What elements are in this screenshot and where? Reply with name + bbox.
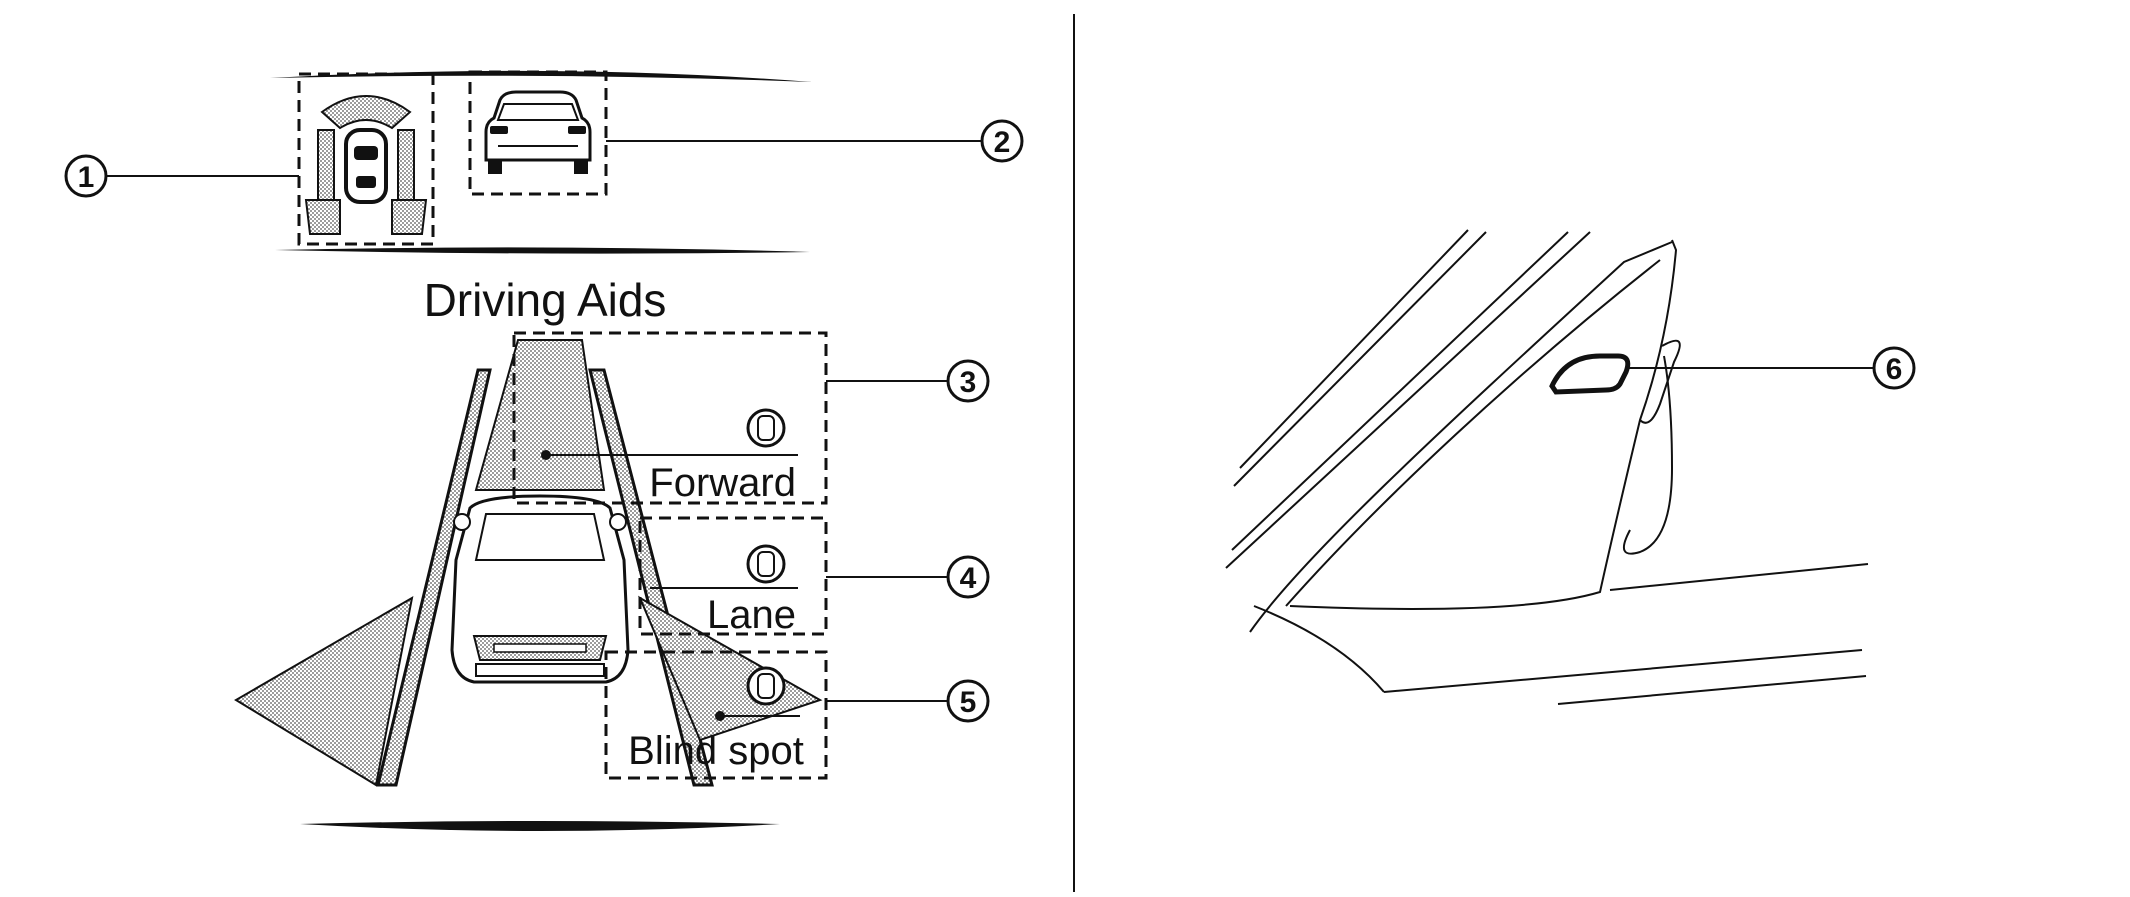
display-divider-bar: [275, 247, 810, 254]
forward-callout-box: Forward: [512, 331, 828, 505]
callout-1: 1: [64, 154, 108, 198]
body-line: [1383, 649, 1863, 693]
body-line: [1253, 605, 1385, 693]
rear-camera-icon: [468, 70, 608, 196]
callout-6: 6: [1872, 346, 1916, 390]
body-line: [1609, 563, 1869, 591]
host-vehicle: [450, 494, 630, 684]
svg-text:1: 1: [78, 161, 95, 194]
forward-label: Forward: [649, 461, 796, 505]
left-blind-spot-zone: [234, 596, 414, 787]
a-pillar-curve: [1285, 259, 1661, 607]
a-pillar-curve: [1249, 241, 1673, 633]
a-pillar-line: [1239, 229, 1469, 469]
callout-3: 3: [946, 359, 990, 403]
callout-5: 5: [946, 679, 990, 723]
lane-label: Lane: [707, 593, 796, 637]
right-panel: [1225, 229, 1874, 705]
callout-2: 2: [980, 119, 1024, 163]
mirror-housing: [1622, 355, 1674, 555]
blind-spot-label: Blind spot: [628, 729, 804, 773]
body-line: [1557, 675, 1867, 705]
lane-callout-box: Lane: [638, 516, 828, 637]
svg-text:2: 2: [994, 126, 1011, 159]
surround-view-icon: [297, 72, 435, 246]
a-pillar-line: [1231, 231, 1569, 551]
callout-4: 4: [946, 555, 990, 599]
display-top-bar: [270, 70, 812, 82]
blind-spot-callout-box: Blind spot: [604, 650, 828, 780]
blind-spot-indicator-light: [1549, 353, 1631, 395]
svg-text:4: 4: [960, 562, 977, 595]
forward-detection-zone: [474, 339, 606, 491]
left-panel: Driving Aids: [64, 70, 1024, 831]
svg-text:5: 5: [960, 686, 977, 719]
a-pillar-line: [1233, 231, 1487, 487]
svg-text:6: 6: [1886, 353, 1903, 386]
a-pillar-line: [1225, 231, 1591, 569]
door-mirror: [1289, 239, 1678, 610]
driving-aids-heading: Driving Aids: [424, 274, 667, 326]
svg-text:3: 3: [960, 366, 977, 399]
display-bottom-bar: [300, 821, 780, 831]
